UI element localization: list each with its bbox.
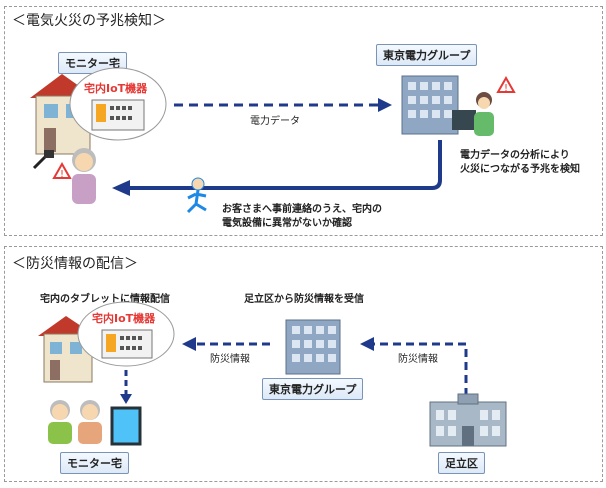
arrow-info-to-home [182, 337, 270, 351]
elderly-couple-icon [48, 400, 102, 444]
svg-text:!: ! [504, 83, 508, 94]
warning-icon-home: ! [52, 161, 72, 180]
arrow-power-data [174, 98, 392, 112]
svg-text:!: ! [60, 169, 64, 180]
warning-icon-tepco: ! [496, 75, 516, 94]
plug-icon [32, 150, 54, 170]
adachi-tag: 足立区 [438, 452, 485, 474]
iot-device-label-2: 宅内IoT機器 [92, 312, 156, 325]
section-title-disaster: ＜防災情報の配信＞ [12, 256, 138, 272]
arrow-info-from-adachi [360, 337, 468, 396]
tepco-tag-2: 東京電力グループ [262, 378, 364, 400]
tepco-tag: 東京電力グループ [376, 44, 478, 66]
iot-device-label: 宅内IoT機器 [84, 82, 148, 95]
disaster-info-label-right: 防災情報 [398, 354, 438, 365]
elderly-person-icon [72, 148, 96, 204]
operator-at-pc-icon [452, 92, 494, 136]
tablet-icon [110, 406, 142, 446]
iot-device-bubble-2 [77, 301, 175, 367]
analysis-line-2: 火災につながる予兆を検知 [460, 164, 580, 175]
arrow-to-tablet [120, 370, 132, 404]
disaster-info-label-left: 防災情報 [210, 354, 250, 365]
monitor-home-tag-2: モニター宅 [60, 452, 129, 474]
receive-info-label: 足立区から防災情報を受信 [244, 294, 364, 305]
arrow-return-contact [112, 140, 442, 196]
contact-line-1: お客さまへ事前連絡のうえ、宅内の [222, 204, 382, 215]
tepco-building-icon [401, 75, 459, 135]
adachi-ward-office-icon [429, 393, 507, 447]
tepco-building-icon-2 [285, 319, 341, 375]
analysis-line-1: 電力データの分析により [460, 150, 570, 161]
worker-running-icon [186, 177, 207, 214]
contact-line-2: 電気設備に異常がないか確認 [222, 218, 352, 229]
tablet-delivery-label: 宅内のタブレットに情報配信 [40, 294, 170, 305]
section-title-fire: ＜電気火災の予兆検知＞ [12, 13, 166, 29]
iot-device-bubble [69, 67, 167, 141]
power-data-label: 電力データ [250, 116, 300, 127]
